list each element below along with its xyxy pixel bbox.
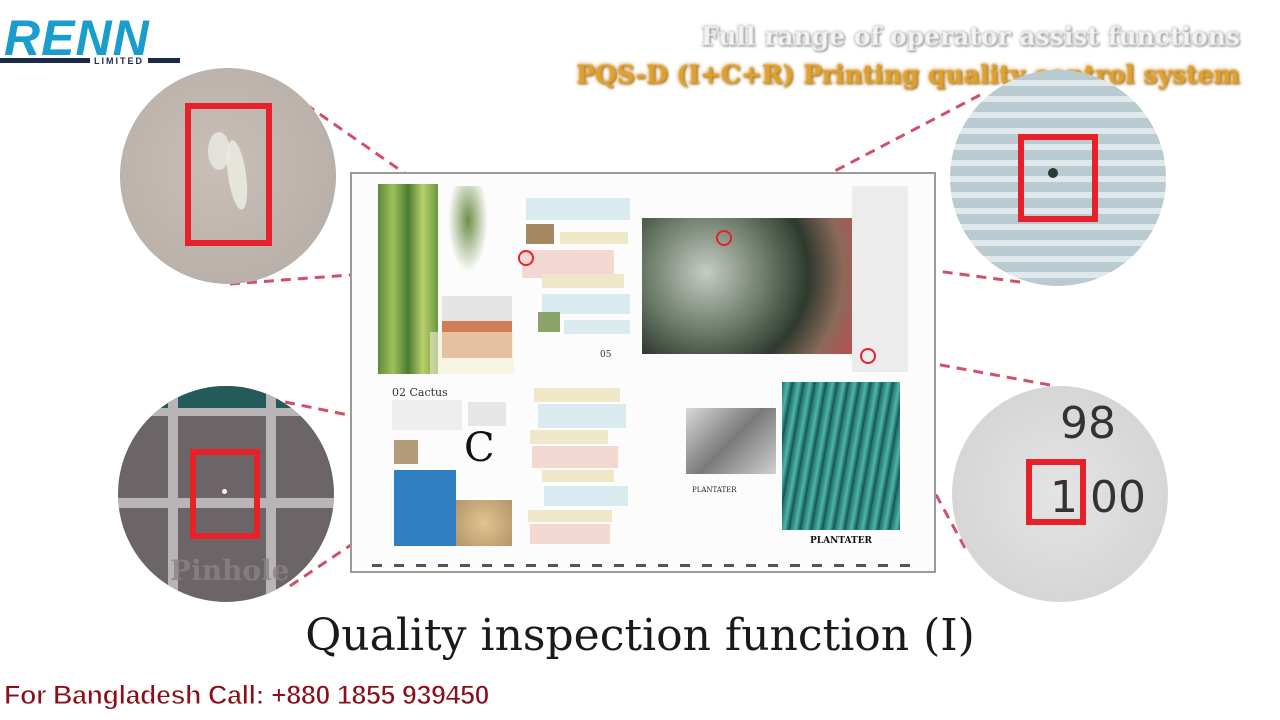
grey-photo (686, 408, 776, 474)
page-number: 05 (600, 350, 612, 360)
text-box (544, 486, 628, 506)
text-box (564, 320, 630, 334)
text-box (530, 524, 610, 544)
brand-label-b: PLANTATER (810, 536, 873, 546)
number-1: 1 (1050, 472, 1078, 523)
text-box (542, 470, 614, 482)
printed-sheet: 05 02 Cactus C PLANTATER PLANTATER (350, 172, 936, 573)
defect-marker-box (185, 103, 272, 246)
thumbnail (526, 224, 554, 244)
green-leaves-photo (782, 382, 900, 530)
zoom-circle-number: 98 1 00 (952, 386, 1168, 602)
text-box (542, 294, 630, 314)
defect-marker-circle (518, 250, 534, 266)
logo-subtitle: LIMITED (90, 57, 148, 66)
section-label: 02 Cactus (392, 386, 448, 399)
text-box (528, 510, 612, 522)
text-block (392, 400, 462, 430)
round-cactus-photo (456, 500, 512, 546)
pinhole-dot (222, 489, 227, 494)
spot-defect (1048, 168, 1058, 178)
number-98: 98 (1060, 398, 1116, 449)
text-box (534, 388, 620, 402)
logo-wordmark: RENN (4, 10, 150, 66)
teal-band (118, 386, 334, 408)
text-box (522, 250, 614, 278)
text-box (538, 404, 626, 428)
page-title: Quality inspection function (I) (305, 610, 975, 661)
defect-marker-circle (716, 230, 732, 246)
sidebar-panel (852, 186, 908, 372)
grid-line-h1 (118, 408, 334, 416)
number-00: 00 (1090, 472, 1146, 523)
zoom-circle-spot (950, 70, 1166, 286)
text-block (468, 402, 506, 426)
text-box (530, 430, 608, 444)
text-box (542, 274, 624, 288)
renn-logo: RENN LIMITED (0, 10, 200, 70)
cactus-photo (378, 184, 438, 374)
grid-line-v1 (168, 386, 178, 602)
text-box (526, 198, 630, 220)
succulent-photo (642, 218, 856, 354)
contact-phone: For Bangladesh Call: +880 1855 939450 (3, 680, 490, 711)
thumbnail (538, 312, 560, 332)
text-box (532, 446, 618, 468)
stain-spot-1 (208, 132, 230, 170)
color-bar-strip (372, 564, 918, 567)
thumbnail (394, 440, 418, 464)
small-cactus-image (448, 186, 488, 272)
pinhole-label: Pinhole (170, 554, 290, 587)
grid-line-v2 (266, 386, 276, 602)
heading-line-2: PQS-D (I+C+R) Printing quality control s… (576, 60, 1240, 89)
heading-line-1: Full range of operator assist functions (701, 22, 1240, 51)
brand-label-a: PLANTATER (692, 486, 737, 494)
blue-cactus-photo (394, 470, 456, 546)
big-c-glyph: C (464, 425, 495, 471)
cream-panel (430, 332, 514, 374)
defect-marker-box (1018, 134, 1098, 222)
zoom-circle-pinhole: Pinhole (118, 386, 334, 602)
defect-marker-circle (860, 348, 876, 364)
text-box (560, 232, 628, 244)
grid-line-h2 (118, 498, 334, 508)
leader-line-bottom-right-lower (888, 409, 967, 549)
zoom-circle-stain (120, 68, 336, 284)
leader-line-bottom-right-upper (869, 350, 1051, 387)
defect-marker-box (190, 449, 260, 539)
defect-marker-box (1026, 459, 1086, 525)
